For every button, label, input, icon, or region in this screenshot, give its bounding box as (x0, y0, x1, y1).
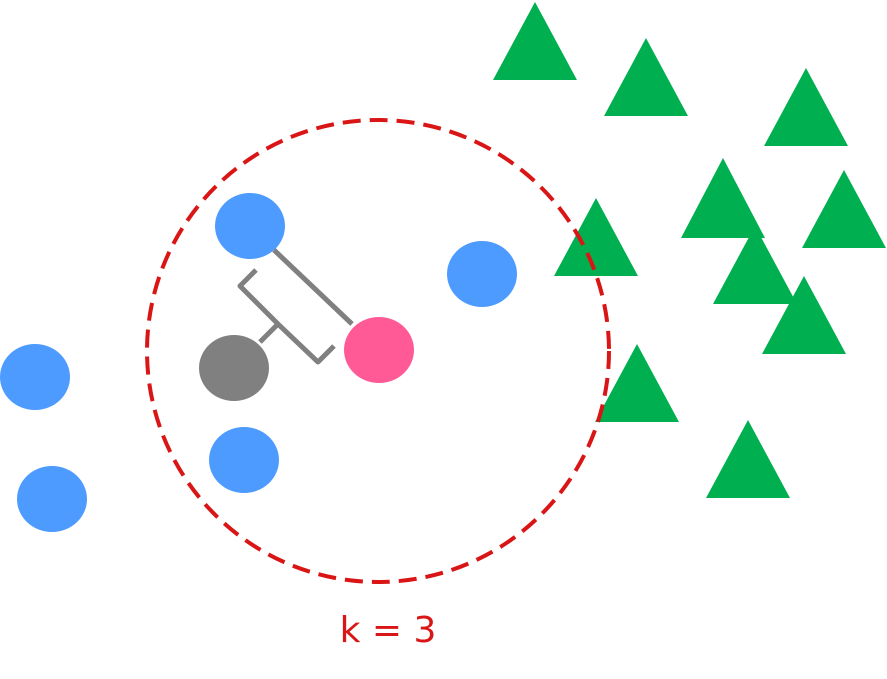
class-b-triangle (706, 420, 790, 498)
class-a-points (0, 193, 517, 532)
class-b-triangle (681, 158, 765, 238)
distance-bracket (237, 248, 354, 365)
class-b-triangle (713, 226, 797, 304)
class-a-circle (215, 193, 285, 259)
class-b-triangle (764, 68, 848, 146)
distance-bracket-tick (258, 322, 280, 344)
k-label: k = 3 (340, 610, 437, 651)
class-b-triangle (595, 344, 679, 422)
class-b-triangle (762, 276, 846, 354)
class-b-triangle (604, 38, 688, 116)
query-point (344, 317, 414, 383)
class-a-circle (17, 466, 87, 532)
class-a-circle (0, 344, 70, 410)
class-b-triangle (802, 170, 886, 248)
class-a-circle (209, 427, 279, 493)
k-neighborhood-circle (145, 118, 611, 584)
class-b-points (493, 2, 886, 498)
distance-bracket-line (272, 248, 354, 326)
class-b-triangle (493, 2, 577, 80)
class-b-triangle (554, 198, 638, 276)
class-a-circle (447, 241, 517, 307)
nearest-neighbor-point (199, 335, 269, 401)
